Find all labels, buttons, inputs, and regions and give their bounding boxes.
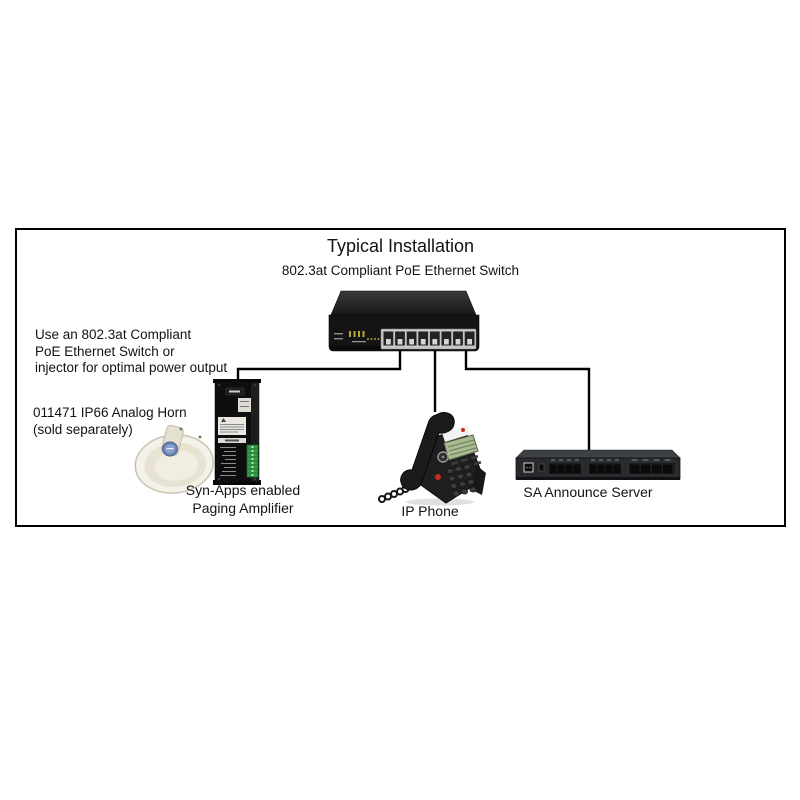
horn-bell	[134, 434, 214, 494]
server-port-group-1	[547, 459, 583, 476]
amp-meter-panel	[238, 398, 251, 412]
server-base	[516, 477, 680, 480]
amp-model-strip	[218, 438, 246, 443]
diagram-title: Typical Installation	[326, 236, 475, 256]
switch-port-panel	[380, 328, 477, 350]
phone-keypad	[446, 464, 477, 497]
switch-top-face	[330, 290, 477, 316]
horn-note: 011471 IP66 Analog Horn (sold separately…	[33, 405, 187, 437]
server-label: SA Announce Server	[523, 484, 653, 500]
horn-screw	[179, 427, 183, 431]
poe-switch-illustration	[328, 290, 480, 352]
server-top-face	[515, 449, 681, 459]
cable-to-server	[464, 344, 591, 450]
diagram-subtitle: 802.3at Compliant PoE Ethernet Switch	[281, 263, 520, 278]
phone-red-button	[435, 474, 441, 480]
phone-handset	[400, 412, 455, 491]
amp-warning-label	[218, 417, 246, 435]
analog-horn-illustration	[134, 424, 214, 494]
ip-phone-illustration	[378, 412, 486, 506]
phone-brand-logo	[461, 428, 465, 432]
server-port-group-2	[587, 459, 623, 476]
amp-brand-label	[225, 387, 245, 396]
amp-terminal-text	[220, 447, 236, 476]
server-power-inlet	[523, 462, 534, 473]
amp-terminal-block	[246, 444, 259, 478]
phone-nav-button	[437, 451, 449, 463]
horn-screw	[198, 435, 202, 439]
paging-amplifier-illustration	[213, 379, 261, 485]
horn-driver	[161, 424, 184, 457]
amplifier-label: Syn-Apps enabled Paging Amplifier	[185, 482, 301, 516]
server-power-switch	[538, 463, 545, 472]
phone-lcd-screen	[443, 434, 479, 461]
announce-server-illustration	[515, 449, 681, 480]
cable-to-amplifier	[236, 346, 402, 383]
switch-led-indicators	[334, 331, 380, 343]
amp-side-panel	[251, 383, 259, 481]
phone-shadow	[406, 498, 474, 506]
switch-usage-note: Use an 802.3at Compliant PoE Ethernet Sw…	[35, 327, 228, 375]
server-port-group-3	[627, 459, 677, 476]
ip-phone-label: IP Phone	[401, 503, 459, 519]
